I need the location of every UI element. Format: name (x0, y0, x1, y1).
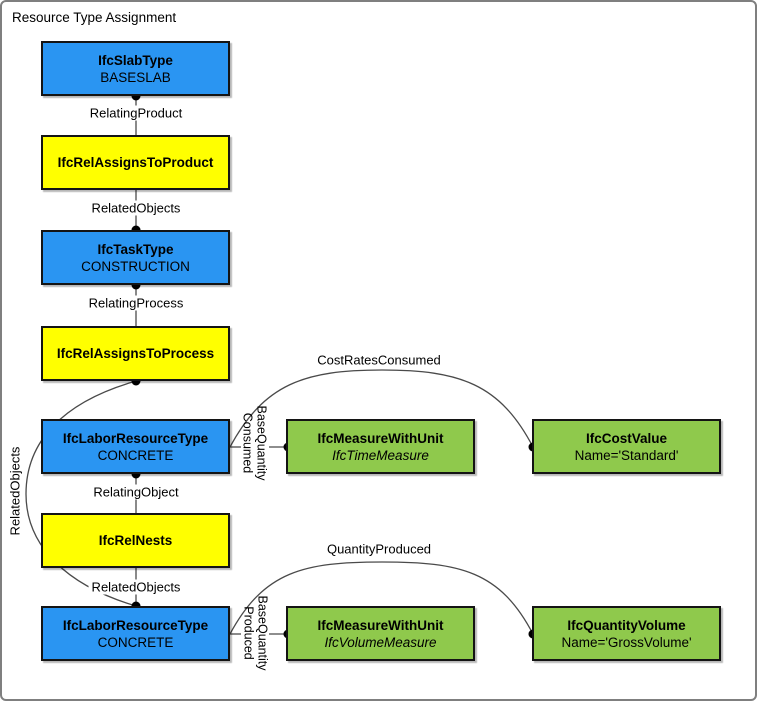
node-ifc-task-type: IfcTaskType CONSTRUCTION (41, 230, 230, 285)
edge-label-base-quantity-produced: BaseQuantity Produced (242, 595, 270, 671)
edge-label-related-objects-2: RelatedObjects (88, 579, 184, 595)
node-value: Name='Standard' (574, 447, 679, 463)
node-ifc-labor-resource-type-1: IfcLaborResourceType CONCRETE (41, 419, 230, 474)
edge-label-relating-product: RelatingProduct (86, 105, 186, 121)
edge-label-cost-rates-consumed: CostRatesConsumed (314, 352, 444, 368)
node-ifc-slab-type: IfcSlabType BASESLAB (41, 41, 230, 96)
node-name: IfcLaborResourceType (62, 617, 209, 633)
edge-label-related-objects-left: RelatedObjects (7, 446, 23, 536)
edge-label-base-quantity-consumed: BaseQuantity Consumed (241, 405, 269, 481)
node-name: IfcCostValue (585, 430, 668, 446)
edge-label-line: BaseQuantity (255, 595, 270, 671)
edge-label-relating-process: RelatingProcess (85, 295, 187, 311)
node-name: IfcSlabType (98, 52, 173, 68)
node-name: IfcRelAssignsToProduct (57, 155, 214, 170)
node-value: CONCRETE (97, 447, 174, 463)
node-ifc-rel-nests: IfcRelNests (41, 513, 230, 568)
node-value: Name='GrossVolume' (561, 634, 692, 650)
node-ifc-rel-assigns-to-product: IfcRelAssignsToProduct (41, 135, 230, 190)
node-name: IfcQuantityVolume (567, 617, 686, 633)
edge-label-quantity-produced: QuantityProduced (323, 541, 435, 557)
node-name: IfcRelAssignsToProcess (56, 346, 215, 361)
node-ifc-rel-assigns-to-process: IfcRelAssignsToProcess (41, 326, 230, 381)
node-ifc-measure-with-unit-volume: IfcMeasureWithUnit IfcVolumeMeasure (286, 606, 475, 661)
node-value: IfcTimeMeasure (332, 447, 429, 463)
node-name: IfcTaskType (97, 241, 174, 257)
node-value: CONSTRUCTION (81, 258, 190, 274)
node-value: CONCRETE (97, 634, 174, 650)
edge-label-line: Produced (242, 606, 256, 660)
diagram-title: Resource Type Assignment (12, 10, 177, 25)
node-ifc-measure-with-unit-time: IfcMeasureWithUnit IfcTimeMeasure (286, 419, 475, 474)
node-name: IfcRelNests (98, 533, 173, 548)
node-name: IfcLaborResourceType (62, 430, 209, 446)
edge-label-related-objects-1: RelatedObjects (88, 200, 184, 216)
edge-label-line: BaseQuantity (254, 405, 269, 481)
node-ifc-cost-value: IfcCostValue Name='Standard' (532, 419, 721, 474)
node-value: BASESLAB (100, 69, 171, 85)
node-ifc-quantity-volume: IfcQuantityVolume Name='GrossVolume' (532, 606, 721, 661)
node-ifc-labor-resource-type-2: IfcLaborResourceType CONCRETE (41, 606, 230, 661)
node-value: IfcVolumeMeasure (324, 634, 437, 650)
edge-label-line: Consumed (241, 412, 255, 474)
edge-label-relating-object: RelatingObject (90, 484, 182, 500)
node-name: IfcMeasureWithUnit (317, 617, 444, 633)
node-name: IfcMeasureWithUnit (317, 430, 444, 446)
